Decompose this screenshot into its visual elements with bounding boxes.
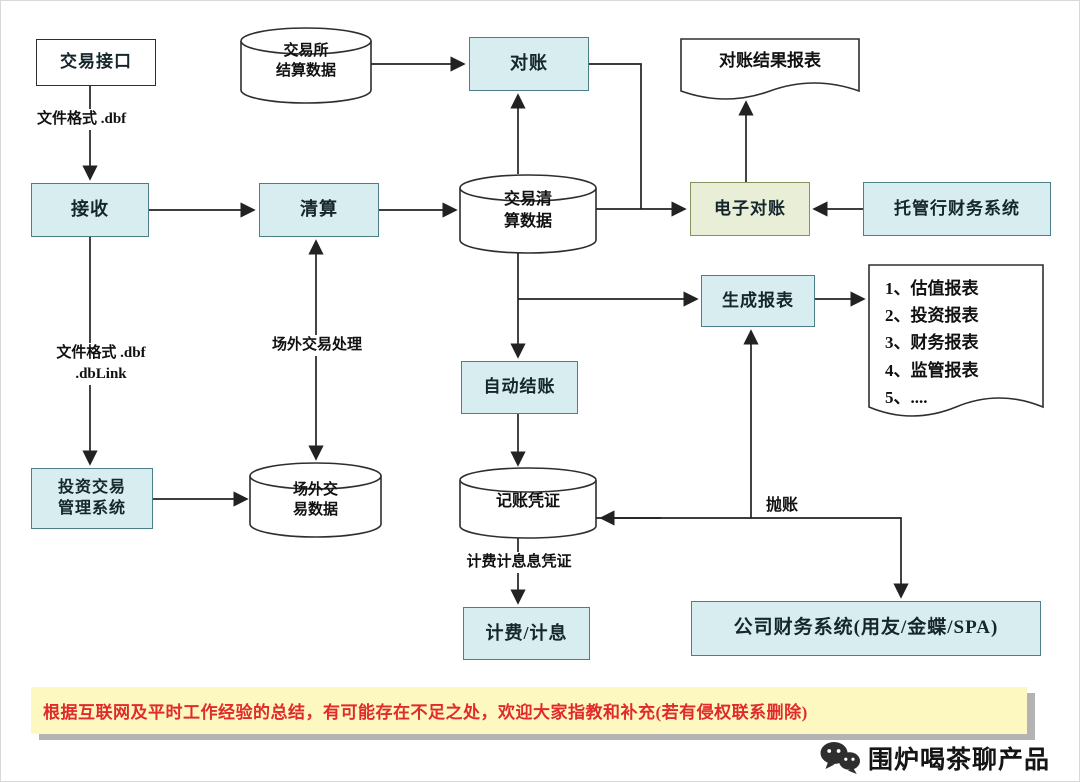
brand-footer: 围炉喝茶聊产品 (819, 736, 1050, 780)
node-reconciliation: 对账 (469, 37, 589, 91)
label-otc-trade-data: 场外交 易数据 (292, 482, 338, 519)
node-billing-interest: 计费/计息 (463, 607, 590, 660)
node-electronic-reconciliation: 电子对账 (690, 182, 810, 236)
node-receive: 接收 (31, 183, 149, 237)
node-company-finance-system: 公司财务系统(用友/金蝶/SPA) (691, 601, 1041, 656)
disclaimer-banner: 根据互联网及平时工作经验的总结，有可能存在不足之处，欢迎大家指教和补充(若有侵权… (31, 687, 1027, 734)
edge-label-post-ledger: 抛账 (765, 497, 798, 514)
edge-label-file-format-dbf: 文件格式 .dbf (37, 109, 167, 130)
node-custodian-bank-finance-system: 托管行财务系统 (863, 182, 1051, 236)
label-reconciliation-result-report: 对账结果报表 (719, 51, 821, 70)
edge-label-otc-trade-processing: 场外交易处理 (257, 335, 377, 356)
label-exchange-settlement-data: 交易所 结算数据 (275, 43, 336, 80)
brand-text: 围炉喝茶聊产品 (868, 747, 1051, 774)
wechat-icon (820, 742, 860, 774)
node-auto-closing: 自动结账 (461, 361, 578, 414)
node-generate-reports: 生成报表 (701, 275, 815, 327)
node-investment-trading-mgmt-system: 投资交易 管理系统 (31, 468, 153, 529)
label-accounting-voucher: 记账凭证 (495, 493, 560, 510)
cylinder-exchange-settlement-data (240, 27, 372, 104)
disclaimer-text: 根据互联网及平时工作经验的总结，有可能存在不足之处，欢迎大家指教和补充(若有侵权… (43, 703, 808, 722)
edge-label-file-format-dbf-dblink: 文件格式 .dbf .dbLink (34, 343, 168, 385)
node-trade-interface: 交易接口 (36, 39, 156, 86)
cylinder-accounting-voucher (459, 467, 597, 539)
cylinder-otc-trade-data (249, 462, 382, 538)
label-report-list: 1、估值报表 2、投资报表 3、财务报表 4、监管报表 5、.... (885, 279, 979, 407)
node-clearing: 清算 (259, 183, 379, 237)
edge-label-billing-interest-voucher: 计费计息息凭证 (459, 552, 579, 573)
document-report-list (868, 264, 1044, 417)
arrow-voucher-to-company-finance (596, 517, 909, 599)
cylinder-trade-clearing-data (459, 174, 597, 254)
document-reconciliation-result-report (680, 38, 860, 100)
line-reconciliation-to-e-reconciliation (589, 63, 642, 209)
label-trade-clearing-data: 交易清 算数据 (503, 191, 552, 230)
